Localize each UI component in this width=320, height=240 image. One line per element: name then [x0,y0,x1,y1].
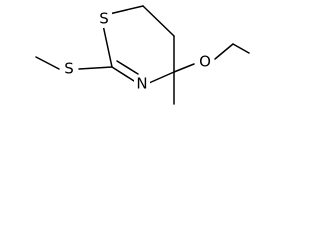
ring-sulfur-label: S [99,10,109,28]
thioether-sulfur-label: S [64,60,74,78]
bond-ch2-to-ch3 [232,43,250,54]
bond-c4-to-o [173,63,195,73]
ether-oxygen-label: O [199,53,211,71]
structure-canvas: S N S O [0,0,250,108]
bond-c6-to-c5 [142,5,175,37]
ring-sulfur-bg [96,10,112,28]
bond-n-to-c2-double-inner [116,60,139,75]
ring-nitrogen-label: N [136,75,147,93]
bond-n-to-c2-double-outer [111,66,135,82]
bond-o-to-ch2 [214,43,234,60]
ether-oxygen-bg [197,53,213,71]
bond-thioether-s-to-methyl [35,56,60,70]
bond-c2-to-ring-s [102,24,113,68]
bond-c4-to-n [148,71,175,84]
thioether-sulfur-bg [61,60,77,78]
ring-nitrogen-bg [134,75,150,93]
molecule-structure: S N S O [35,5,250,105]
bond-c2-to-thioether-s [78,66,113,70]
